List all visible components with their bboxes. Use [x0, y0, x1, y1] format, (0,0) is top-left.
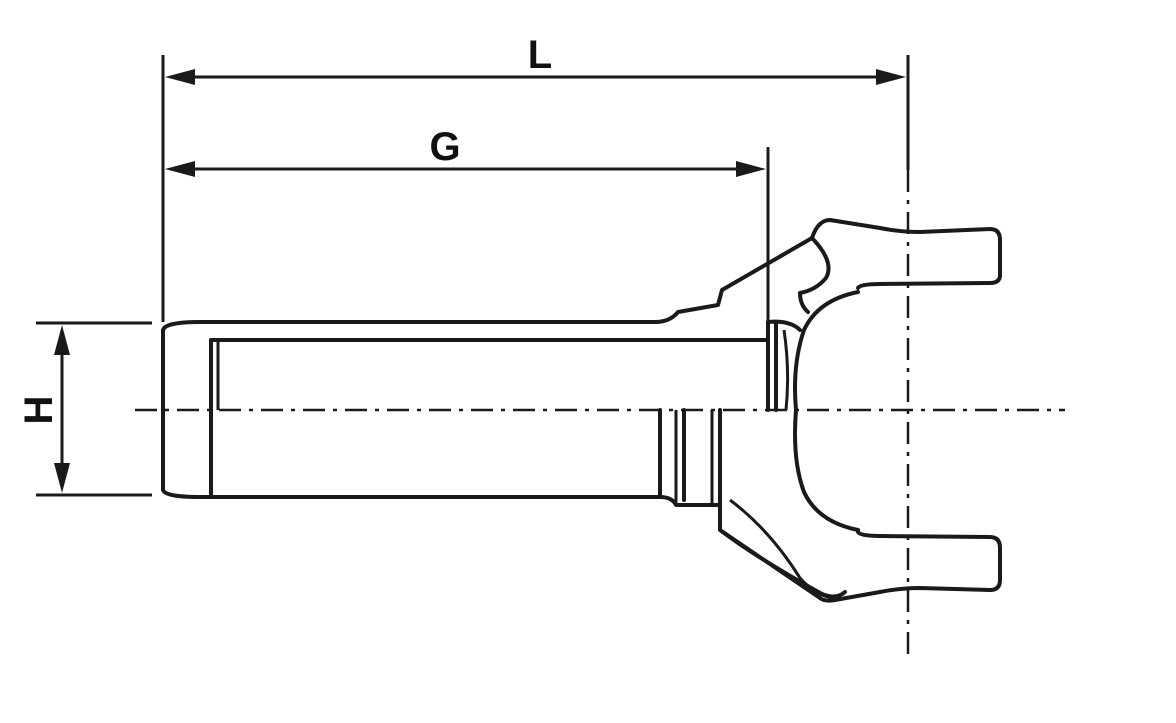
yoke-left-face-upper	[766, 319, 802, 412]
dimension-h: H	[17, 325, 70, 493]
arrowhead-g-right	[736, 161, 766, 177]
dimension-label-l: L	[528, 33, 552, 77]
yoke-inner-throat	[793, 290, 860, 532]
yoke-upper-bevel	[798, 236, 831, 314]
dimension-g: G	[165, 125, 766, 177]
yoke-upper-arm	[810, 218, 1002, 290]
arrowhead-h-top	[54, 325, 70, 355]
dimension-label-h: H	[17, 396, 61, 425]
dimension-label-g: G	[429, 125, 460, 169]
arrowhead-l-left	[165, 69, 195, 85]
shaft-bottom-edge	[198, 495, 720, 507]
yoke-lower-arm	[818, 530, 1002, 603]
arrowhead-h-bottom	[54, 463, 70, 493]
arrowhead-l-right	[876, 69, 906, 85]
yoke	[718, 218, 1002, 603]
yoke-throat-offset	[782, 329, 790, 411]
spline-shaft	[161, 236, 814, 507]
dimension-l: L	[165, 33, 906, 85]
arrowhead-g-left	[165, 161, 195, 177]
yoke-lower-web-inner	[729, 498, 833, 600]
shaft-top-edge	[198, 236, 814, 324]
shaft-left-end	[161, 320, 202, 499]
